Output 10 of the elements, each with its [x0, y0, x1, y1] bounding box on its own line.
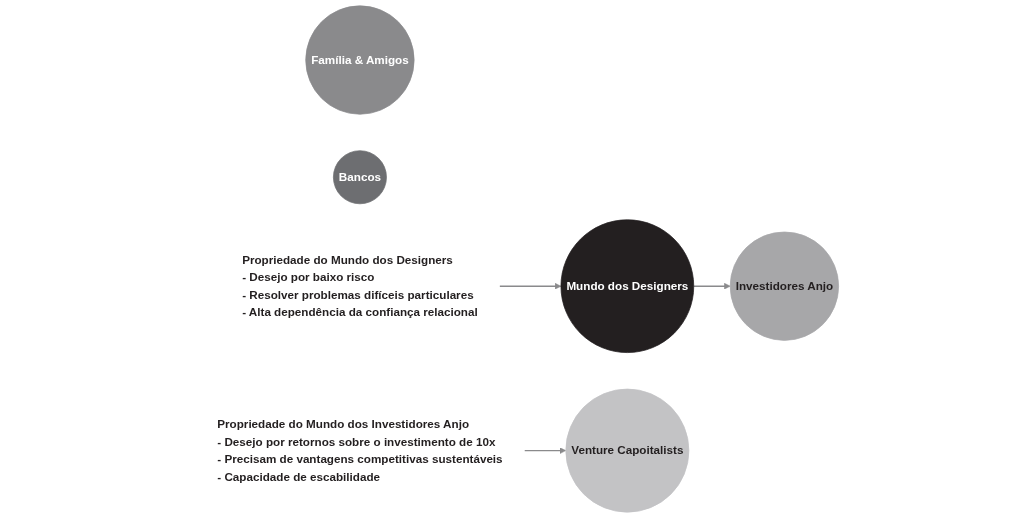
- arrow: [693, 283, 731, 290]
- node-text: Propriedade do Mundo dos Designers - Desejo por baixo risco - Resolver problemas difíceis particulares - Alta dependência da confiança relacional: [242, 253, 478, 319]
- node-text: Propriedade do Mundo dos Investidores Anjo - Desejo por retornos sobre o investimento de 10x - Precisam de vantagens competitivas sustentáveis - Capacidade de escabilidade: [217, 417, 503, 483]
- node-circle: Família & Amigos: [305, 5, 415, 115]
- arrow: [498, 283, 562, 290]
- arrow: [523, 447, 567, 454]
- node-circle: Venture Capoitalists: [565, 388, 690, 513]
- node-circle: Mundo dos Designers: [560, 219, 695, 353]
- node-circle: Investidores Anjo: [729, 231, 839, 341]
- node-circle: Bancos: [333, 150, 387, 205]
